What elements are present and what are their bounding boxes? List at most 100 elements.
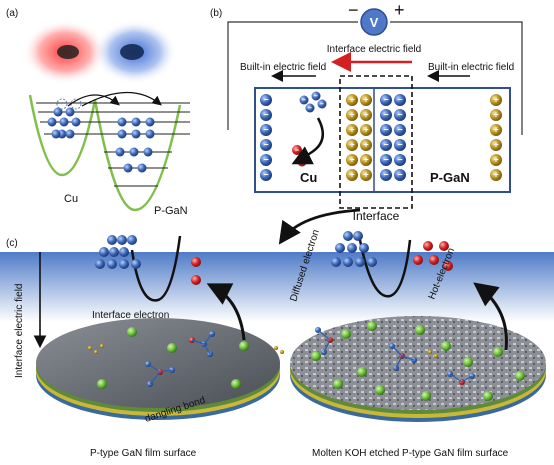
svg-text:−: − (383, 110, 388, 120)
interface-dashed-box (339, 75, 413, 209)
svg-text:−: − (397, 110, 402, 120)
voltmeter-label: V (370, 15, 379, 30)
surface-atom (167, 343, 177, 353)
svg-text:−: − (397, 95, 402, 105)
electron-dot (145, 129, 155, 139)
electron-dot (115, 147, 125, 157)
surface-atom (357, 367, 367, 377)
interface-hole: + (346, 139, 358, 151)
interface-electron: − (394, 109, 406, 121)
svg-text:−: − (383, 125, 388, 135)
svg-text:−: − (320, 101, 324, 108)
svg-text:+: + (349, 95, 354, 105)
right-escape-arrow (473, 282, 508, 351)
svg-text:−: − (383, 95, 388, 105)
surface-atom (333, 379, 343, 389)
gan-hole: + (490, 139, 502, 151)
electron-dot (123, 163, 133, 173)
hot-electron: − (292, 145, 302, 155)
electron-flow-arrow (291, 117, 325, 165)
interface-hole: + (360, 154, 372, 166)
svg-text:+: + (349, 125, 354, 135)
svg-text:+: + (363, 155, 368, 165)
svg-text:−: − (383, 155, 388, 165)
panel-c (0, 231, 554, 422)
gan-hole: + (490, 154, 502, 166)
interface-hole: + (346, 124, 358, 136)
electron-dot (53, 107, 63, 117)
svg-text:−: − (397, 125, 402, 135)
dangling-bond-structures (147, 329, 473, 385)
floating-electron (347, 243, 357, 253)
interface-electron: − (394, 94, 406, 106)
cu-electron: − (260, 169, 272, 181)
floating-electron (343, 257, 353, 267)
cu-band-curve (28, 94, 97, 177)
voltmeter-plus: + (394, 0, 405, 20)
builtin-right-label: Built-in electric field (428, 62, 514, 73)
defect-site (100, 344, 104, 348)
etched-pgan-disk (290, 316, 546, 410)
surface-atom (483, 391, 493, 401)
svg-text:+: + (363, 140, 368, 150)
panel-a-electrons (47, 98, 155, 173)
svg-text:−: − (308, 105, 312, 112)
interface-field-label: Interface electric field (327, 44, 422, 55)
interface-electron: − (380, 94, 392, 106)
caption-right: Molten KOH etched P-type GaN film surfac… (312, 448, 509, 459)
svg-text:+: + (363, 110, 368, 120)
floating-electron (95, 259, 105, 269)
floating-electron (355, 257, 365, 267)
interface-electron: − (394, 169, 406, 181)
gan-hole: + (490, 169, 502, 181)
surface-atom (341, 329, 351, 339)
builtin-left-label: Built-in electric field (240, 62, 326, 73)
gan-hole: + (490, 94, 502, 106)
escaped-hot-electron (413, 255, 423, 265)
svg-text:+: + (363, 125, 368, 135)
svg-text:−: − (397, 155, 402, 165)
panel-b-cu-label: Cu (300, 170, 317, 185)
cu-electron: − (260, 109, 272, 121)
pgan-disk (36, 318, 280, 408)
interface-hole: + (360, 169, 372, 181)
svg-text:−: − (397, 140, 402, 150)
interface-electron: − (394, 124, 406, 136)
surface-atom (421, 391, 431, 401)
vacant-state (56, 98, 68, 110)
interface-hole: + (346, 154, 358, 166)
floating-electron (353, 231, 363, 241)
svg-text:−: − (263, 95, 268, 105)
panel-c-particles (88, 231, 525, 401)
panel-b-pgan-label: P-GaN (430, 170, 470, 185)
svg-text:+: + (493, 110, 498, 120)
floating-electron (99, 247, 109, 257)
svg-text:−: − (263, 155, 268, 165)
panel-b-particles: −−−−−−−−−−−−++++++++++++−−−−−−−−−−−−++++… (260, 91, 502, 181)
svg-text:−: − (314, 93, 318, 100)
interface-electron-label: Interface electron (92, 310, 169, 321)
escaped-hot-electron (191, 257, 201, 267)
interface-hole: + (360, 124, 372, 136)
electron-dot (143, 147, 153, 157)
svg-text:−: − (383, 170, 388, 180)
escaped-hot-electron (191, 275, 201, 285)
surface-atom (97, 379, 107, 389)
floating-electron (331, 257, 341, 267)
surface-atom (127, 327, 137, 337)
voltmeter-minus: − (348, 0, 359, 20)
electron-dot (131, 117, 141, 127)
interface-hole: + (346, 169, 358, 181)
floating-electron (119, 247, 129, 257)
interface-pointer-arrow (278, 208, 361, 245)
electron-dot (145, 117, 155, 127)
gan-band-curve (93, 99, 182, 212)
floating-electron (109, 247, 119, 257)
svg-text:+: + (363, 95, 368, 105)
cu-electron: − (311, 91, 321, 101)
defect-site (428, 350, 432, 354)
surface-atom (463, 357, 473, 367)
electron-dot (71, 117, 81, 127)
escaped-hot-electron (439, 241, 449, 251)
svg-text:+: + (349, 110, 354, 120)
